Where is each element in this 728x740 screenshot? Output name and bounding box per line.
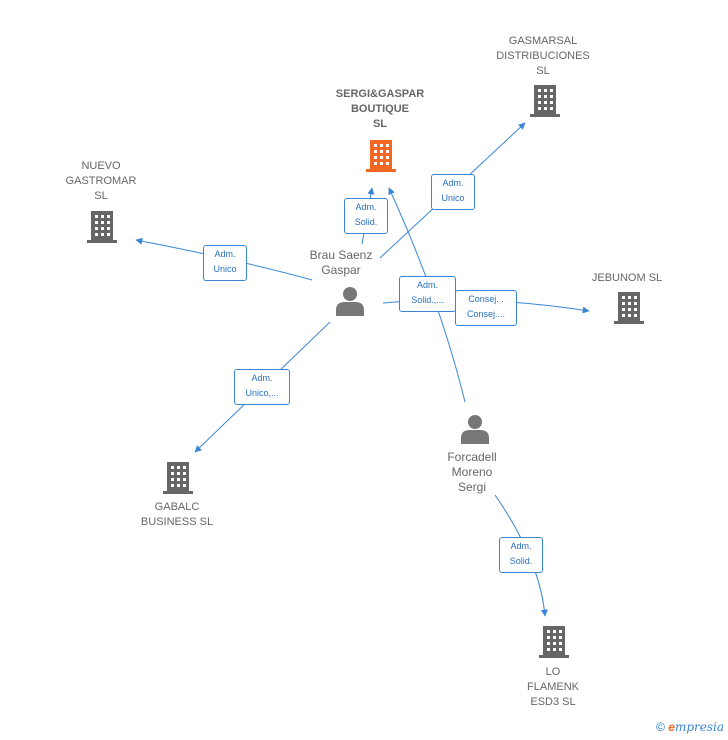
node-label-jebunom[interactable]: JEBUNOM SL [591, 272, 663, 284]
footer-brand: © empresia [656, 720, 724, 734]
building-icon-nuevo-gastromar [87, 211, 117, 243]
node-label-lo-flamenk[interactable]: LO FLAMENK ESD3 SL [527, 666, 579, 708]
person-icon-forcadell [461, 415, 489, 444]
edge-label-brau-sergi: Adm. Solid. [344, 198, 388, 234]
building-icon-sergi-gaspar [366, 140, 396, 172]
node-label-forcadell[interactable]: Forcadell Moreno Sergi [447, 450, 497, 494]
building-icon-jebunom [614, 292, 644, 324]
building-icon-lo-flamenk [539, 626, 569, 658]
node-label-sergi-gaspar[interactable]: SERGI&GASPAR BOUTIQUE SL [335, 88, 425, 130]
node-label-brau[interactable]: Brau Saenz Gaspar [309, 248, 373, 277]
copyright-icon: © [656, 720, 665, 734]
edge-label-brau-jebunom-1: Adm. Solid.,... [399, 276, 456, 312]
node-label-gabalc[interactable]: GABALC BUSINESS SL [140, 501, 214, 528]
edge-label-forcadell-flamenk: Adm. Solid. [499, 537, 543, 573]
node-label-nuevo-gastromar[interactable]: NUEVO GASTROMAR SL [65, 160, 137, 202]
building-icon-gasmarsal [530, 85, 560, 117]
person-icon-brau [336, 287, 364, 316]
brand-initial: e [668, 720, 675, 734]
edge-label-brau-nuevo: Adm. Unico [203, 245, 247, 281]
edge-label-brau-jebunom-2: Consej. . Consej.... [455, 290, 517, 326]
brand-name: mpresia [674, 720, 724, 734]
node-label-gasmarsal[interactable]: GASMARSAL DISTRIBUCIONES SL [496, 35, 590, 77]
edge-label-brau-gasmarsal: Adm. Unico [431, 174, 475, 210]
building-icon-gabalc [163, 462, 193, 494]
edge-label-brau-gabalc: Adm. Unico,... [234, 369, 290, 405]
